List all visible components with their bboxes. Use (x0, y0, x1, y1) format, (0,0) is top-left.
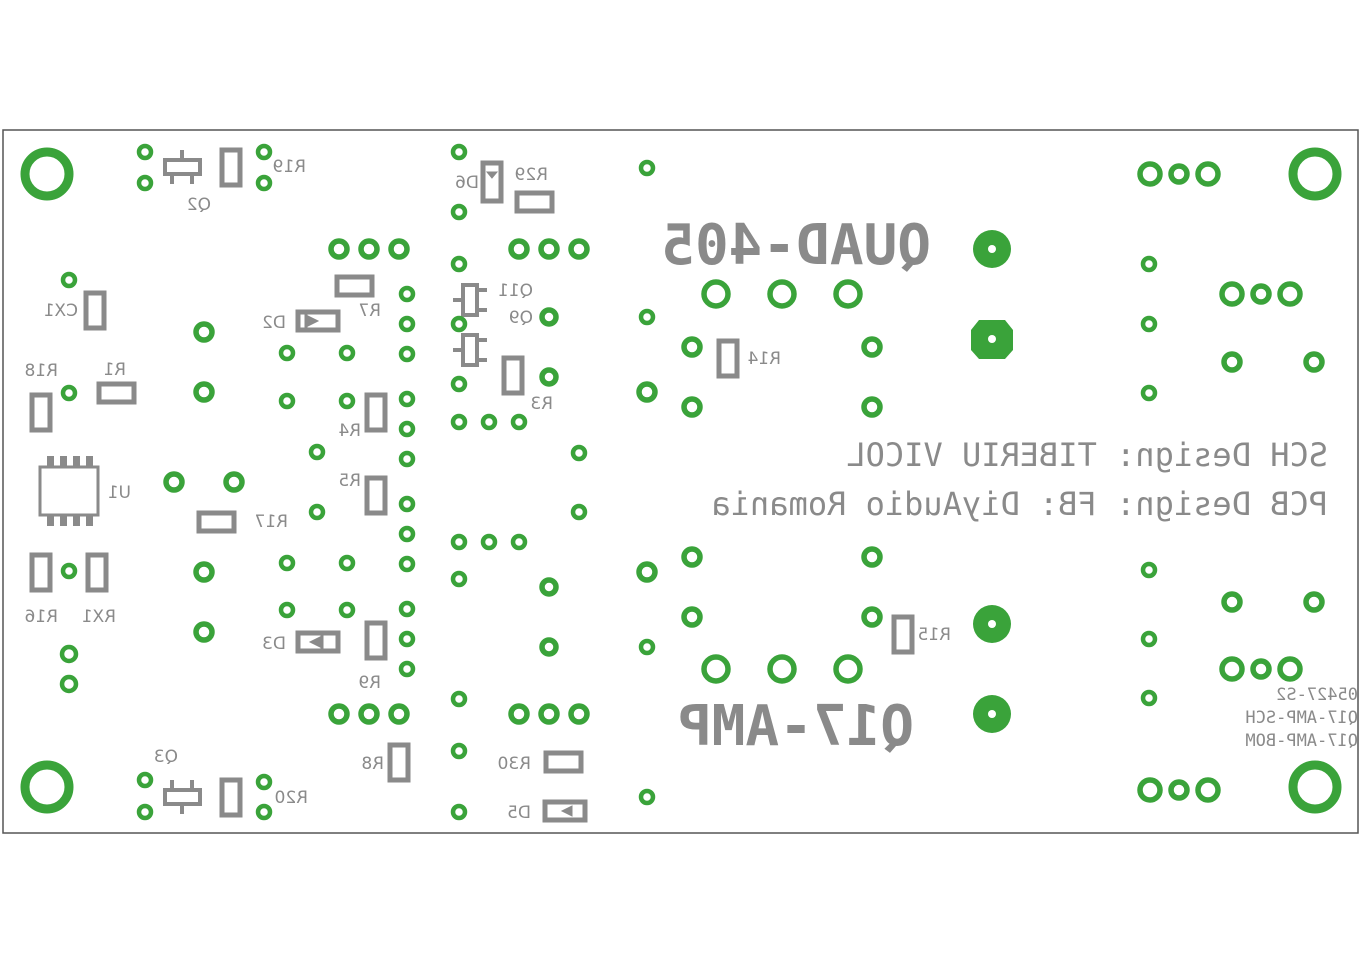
label-r29: R29 (515, 165, 548, 185)
board-title: QUAD-405 (661, 213, 931, 278)
board-outline (2, 129, 1359, 834)
to-cluster-top (1137, 161, 1303, 307)
revision-line-1: 05427-S2 (1276, 685, 1358, 705)
label-r7: R7 (358, 301, 381, 321)
mounting-hole-bottom-right (1288, 760, 1342, 814)
label-r20: R20 (275, 788, 308, 808)
through-hole-pads (59, 143, 1325, 821)
label-rx1: RX1 (82, 607, 116, 627)
diode-markings (304, 171, 573, 817)
board-subtitle: Q17-AMP (678, 694, 914, 759)
label-cx1: CX1 (44, 301, 78, 321)
label-r5: R5 (338, 471, 361, 491)
label-r9: R9 (358, 673, 381, 693)
label-u1: U1 (108, 483, 131, 503)
sch-credit: SCH Design: TIBERIU VICOL (846, 436, 1328, 474)
to-cluster-bottom (1137, 656, 1303, 803)
label-q9: Q9 (509, 308, 533, 328)
mounting-hole-top-right (1288, 147, 1342, 201)
label-r19: R19 (273, 157, 306, 177)
label-d2: D2 (262, 313, 286, 333)
label-d3: D3 (262, 634, 286, 654)
sot23-q9 (453, 333, 487, 367)
label-d5: D5 (507, 803, 531, 823)
label-r17: R17 (255, 512, 288, 532)
label-r1: R1 (103, 360, 126, 380)
label-r14: R14 (748, 349, 781, 369)
label-q2: Q2 (187, 195, 211, 215)
revision-line-2: Q17-AMP-SCH (1245, 708, 1358, 728)
label-r18: R18 (25, 361, 58, 381)
label-r3: R3 (530, 394, 553, 414)
mounting-hole-top-left (20, 147, 74, 201)
label-r16: R16 (25, 607, 58, 627)
label-r30: R30 (498, 754, 531, 774)
pcb-credit: PCB Design: FB: DiyAudio Romania (712, 485, 1329, 523)
revision-line-3: Q17-AMP-BOM (1245, 731, 1358, 751)
label-q11: Q11 (498, 281, 533, 301)
sot23-q3 (163, 780, 202, 814)
label-r4: R4 (338, 421, 361, 441)
mounting-hole-bottom-left (20, 760, 74, 814)
label-r15: R15 (918, 625, 951, 645)
label-q3: Q3 (154, 747, 178, 767)
power-terminals (971, 230, 1013, 733)
label-d6: D6 (455, 173, 479, 193)
sot23-q2 (163, 150, 202, 184)
label-r8: R8 (361, 754, 384, 774)
sot23-q11 (453, 283, 487, 317)
ic-u1 (38, 456, 100, 526)
terminal-holes (988, 245, 996, 718)
